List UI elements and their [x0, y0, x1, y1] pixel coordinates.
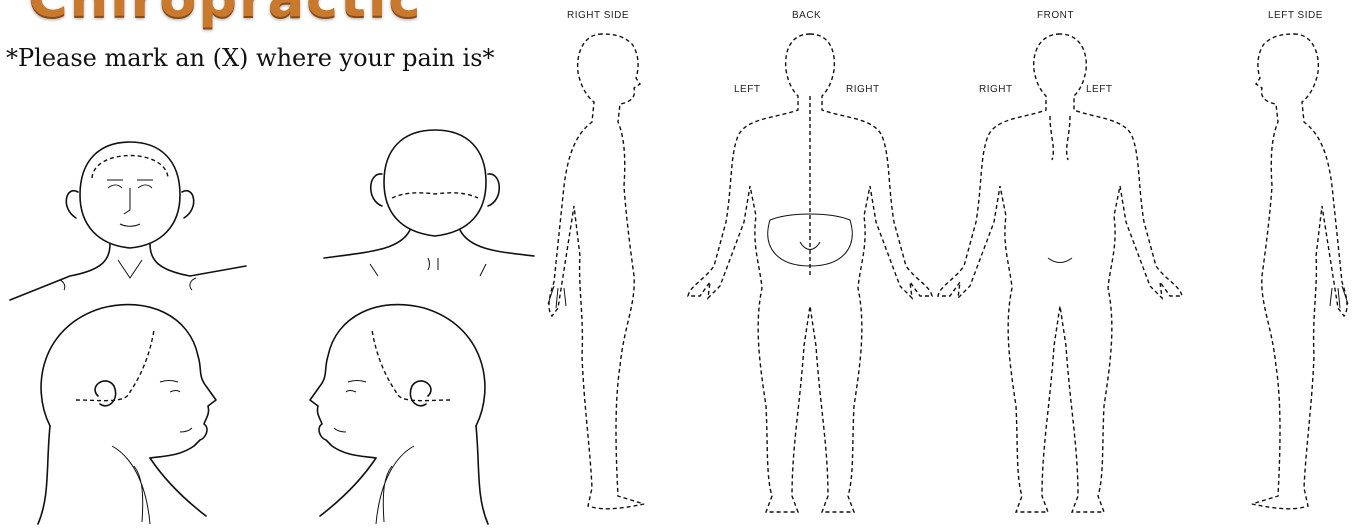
- view-label-back: BACK: [792, 10, 821, 21]
- head-front-diagram[interactable]: [10, 120, 250, 290]
- body-right-side-view[interactable]: [540, 26, 680, 526]
- head-right-profile-diagram[interactable]: [30, 296, 230, 526]
- view-label-front: FRONT: [1037, 10, 1074, 21]
- body-back-view[interactable]: [680, 26, 940, 526]
- pain-instruction: *Please mark an (X) where your pain is*: [6, 44, 495, 72]
- page-title: Chiropractic: [28, 0, 422, 29]
- view-label-right-side: RIGHT SIDE: [567, 10, 629, 21]
- view-label-left-side: LEFT SIDE: [1268, 10, 1323, 21]
- head-left-profile-diagram[interactable]: [296, 296, 496, 526]
- body-front-view[interactable]: [930, 26, 1190, 526]
- head-back-diagram[interactable]: [320, 120, 540, 290]
- body-left-side-view[interactable]: [1216, 26, 1356, 526]
